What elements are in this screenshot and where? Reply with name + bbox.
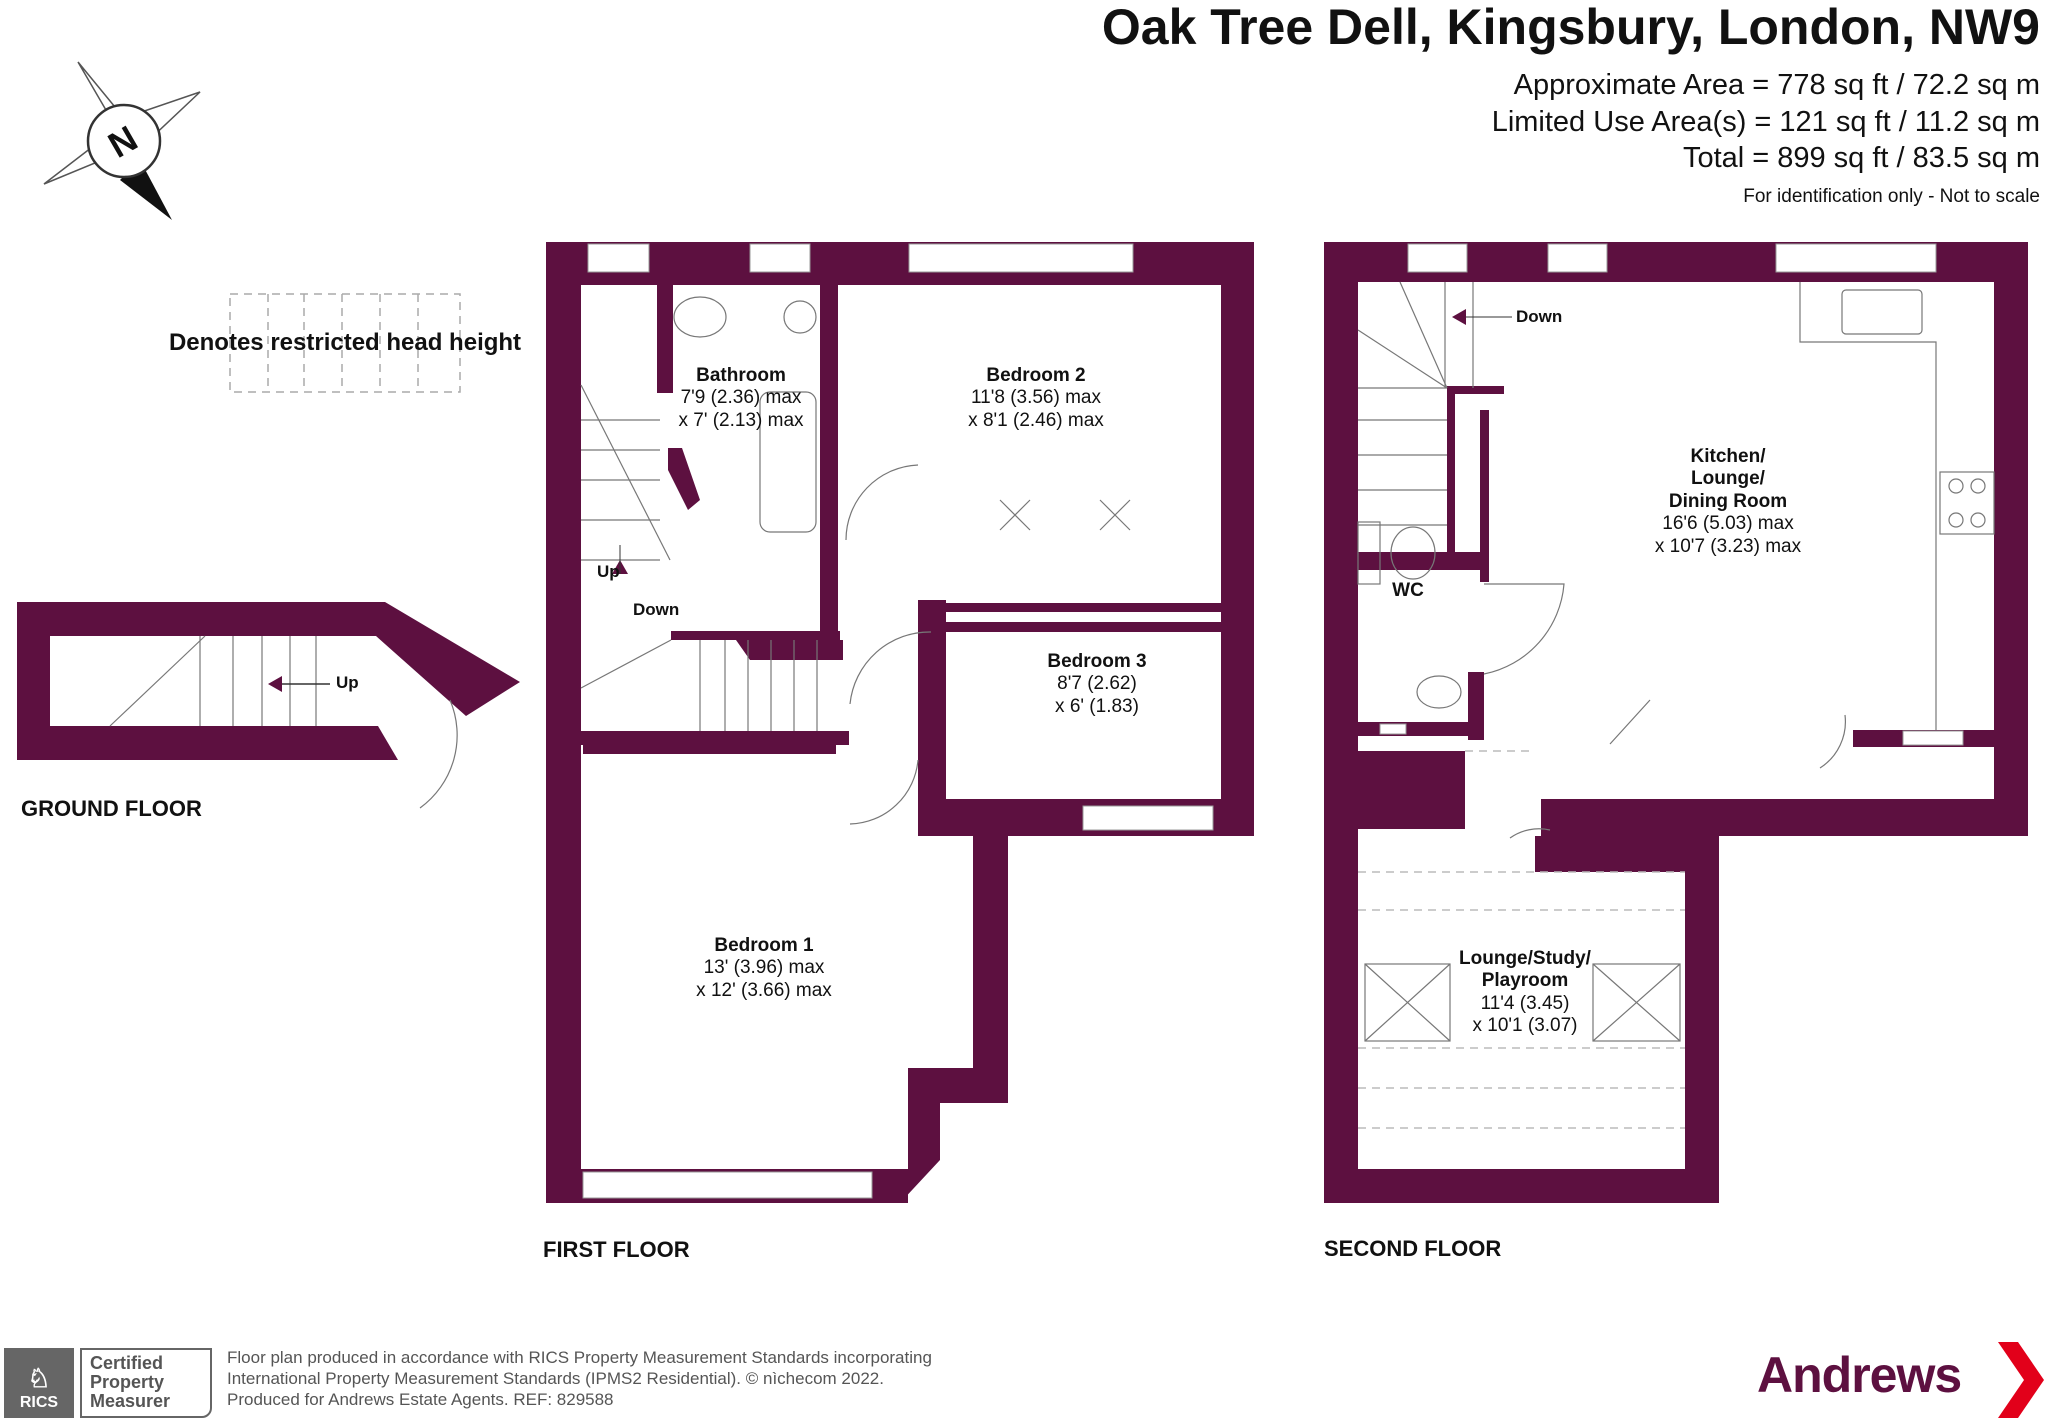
restricted-height-legend: Denotes restricted head height <box>168 329 522 357</box>
second-floor-plan <box>1324 242 2028 1203</box>
first-stairs-down-label: Down <box>633 600 680 619</box>
andrews-logo: Andrews <box>1757 1347 1962 1403</box>
second-floor-label: SECOND FLOOR <box>1324 1236 1502 1261</box>
first-floor-plan <box>546 242 1254 1203</box>
first-floor-label: FIRST FLOOR <box>543 1237 690 1262</box>
ground-floor-label: GROUND FLOOR <box>21 796 202 821</box>
limited-use-area: Limited Use Area(s) = 121 sq ft / 11.2 s… <box>1491 106 2040 138</box>
footer-line-2: International Property Measurement Stand… <box>227 1369 884 1388</box>
ground-stairs-up-label: Up <box>336 673 359 692</box>
disclaimer: For identification only - Not to scale <box>1743 186 2040 207</box>
second-stairs-down-label: Down <box>1516 307 1563 326</box>
total-area: Total = 899 sq ft / 83.5 sq m <box>1682 142 2040 174</box>
andrews-logo-chevron-icon <box>1998 1342 2044 1418</box>
ground-floor-plan <box>17 602 520 809</box>
page-title: Oak Tree Dell, Kingsbury, London, NW9 <box>1101 0 2040 55</box>
first-stairs-up-label: Up <box>597 562 620 581</box>
footer-line-1: Floor plan produced in accordance with R… <box>227 1348 932 1367</box>
restricted-height-legend-box <box>229 293 461 393</box>
room-wc: WC <box>1392 580 1424 601</box>
rics-logo: ♘RICS <box>4 1348 74 1418</box>
footer-line-3: Produced for Andrews Estate Agents. REF:… <box>227 1390 614 1409</box>
compass-icon <box>43 61 201 220</box>
approximate-area: Approximate Area = 778 sq ft / 72.2 sq m <box>1513 69 2040 101</box>
